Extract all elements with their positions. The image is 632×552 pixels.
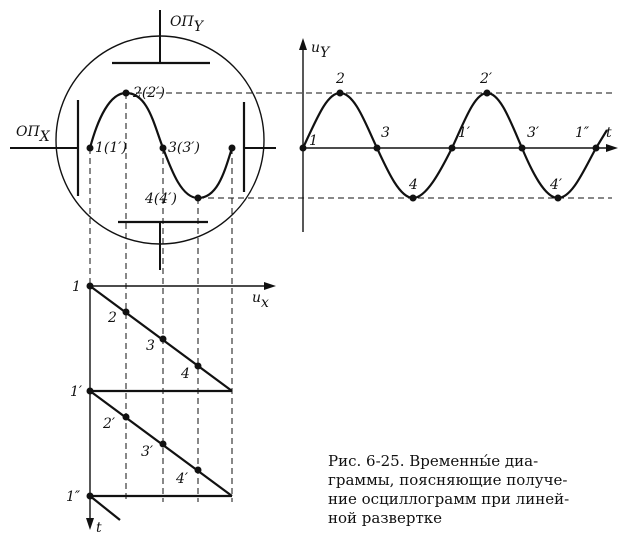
t-axis-top-arrow (606, 144, 618, 152)
wave-point-label-1: 1 (309, 133, 318, 149)
sweep-label-1pp: 1″ (66, 489, 81, 505)
sweep-label-4: 4 (180, 366, 190, 382)
t-axis-top-label: t (606, 125, 612, 141)
wave-point-label-4: 4 (408, 177, 418, 193)
caption-line-1: Рис. 6-25. Временны́е диа- (328, 452, 539, 470)
wave-point-label-2p: 2′ (479, 71, 493, 87)
uy-axis-arrow (299, 38, 307, 50)
figure-caption: Рис. 6-25. Временны́е диа- граммы, поясн… (328, 452, 624, 528)
op-y-label: ОПY (170, 14, 205, 35)
wave-point-label-3: 3 (381, 125, 390, 141)
sweep-label-2: 2 (107, 310, 117, 326)
t-axis-bottom-label: t (96, 520, 102, 536)
sweep-label-1p: 1′ (70, 384, 83, 400)
t-axis-bottom-arrow (86, 518, 94, 530)
sweep-label-1: 1 (72, 279, 81, 295)
wave-point-label-1p: 1′ (458, 125, 471, 141)
caption-line-3: ние осциллограмм при линей- (328, 490, 570, 508)
horizontal-projections (126, 92, 612, 199)
screen-point-label-4: 4(4′) (144, 191, 177, 207)
wave-point-label-4p: 4′ (549, 177, 563, 193)
screen-point-label-3: 3(3′) (168, 140, 200, 156)
ux-axis-arrow (264, 282, 276, 290)
points (86, 89, 600, 500)
caption-line-2: граммы, поясняющие получе- (328, 471, 568, 489)
caption-line-4: ной развертке (328, 509, 442, 527)
sweep-label-4p: 4′ (175, 471, 189, 487)
screen-point-label-1: 1(1′) (95, 140, 127, 156)
op-x-label: ОПX (16, 124, 51, 145)
ux-axis-label: ux (252, 290, 269, 311)
sweep-label-3p: 3′ (141, 444, 154, 460)
uy-axis-label: uY (311, 40, 331, 61)
wave-point-label-1pp: 1″ (575, 125, 590, 141)
sweep-label-2p: 2′ (102, 416, 116, 432)
screen-point-label-2: 2(2′) (132, 85, 165, 101)
sweep-label-3: 3 (146, 338, 155, 354)
wave-point-label-2: 2 (335, 71, 345, 87)
wave-point-label-3p: 3′ (527, 125, 540, 141)
